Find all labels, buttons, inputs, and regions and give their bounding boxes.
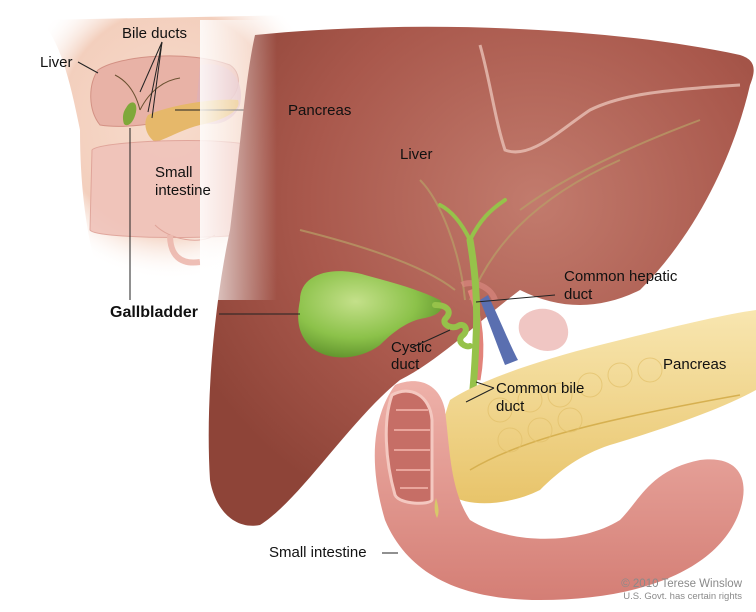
label-cystic-duct-line2: duct: [391, 356, 420, 373]
main-pancreas: [441, 310, 756, 504]
label-common-bile-duct-line1: Common bile: [496, 380, 585, 397]
copyright-line1: © 2010 Terese Winslow: [621, 578, 742, 590]
duodenum-upper: [518, 308, 569, 351]
label-common-bile-duct-line2: duct: [496, 398, 525, 415]
leader-lines: [219, 294, 556, 554]
label-small-intestine: Small intestine: [269, 544, 367, 561]
inset-label-pancreas: Pancreas: [288, 102, 352, 119]
label-cystic-duct-line1: Cystic: [391, 339, 432, 356]
label-common-hepatic-duct-line2: duct: [564, 286, 593, 303]
inset-label-bile-ducts: Bile ducts: [122, 25, 188, 42]
inset-label-small-intestine-line1: Small: [155, 164, 193, 181]
inset-label-liver: Liver: [40, 54, 73, 71]
main-liver: [200, 20, 754, 526]
copyright-notice: © 2010 Terese Winslow U.S. Govt. has cer…: [621, 578, 742, 603]
label-gallbladder: Gallbladder: [110, 304, 199, 321]
label-pancreas: Pancreas: [663, 356, 727, 373]
main-gallbladder: [298, 271, 442, 358]
label-liver: Liver: [400, 146, 433, 163]
main-small-intestine: [374, 381, 744, 600]
copyright-line2: U.S. Govt. has certain rights: [623, 591, 742, 602]
inset-label-small-intestine-line2: intestine: [155, 182, 211, 199]
label-common-hepatic-duct-line1: Common hepatic: [564, 268, 678, 285]
